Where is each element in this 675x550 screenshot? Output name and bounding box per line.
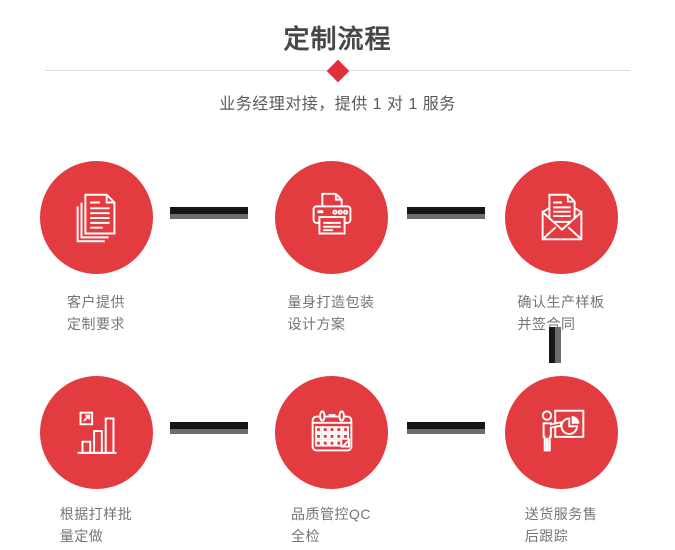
calendar-icon (311, 409, 352, 451)
connector-bar (170, 207, 248, 219)
step-label-1: 客户提供定制要求 (6, 291, 186, 335)
diamond-icon (326, 59, 350, 83)
label-line: 品质管控QC (291, 506, 371, 522)
label-line: 全检 (291, 528, 320, 544)
step-circle-5 (275, 376, 388, 489)
presentation-icon (541, 409, 584, 451)
step-label-5: 品质管控QC 全检 (241, 503, 421, 547)
label-line: 量定做 (59, 528, 104, 544)
documents-icon (76, 193, 115, 242)
bar-chart-icon (77, 411, 116, 454)
label-line: 设计方案 (287, 316, 346, 332)
label-line: 确认生产样板 (517, 294, 605, 310)
label-line: 定制要求 (67, 316, 125, 332)
label-line: 并签合同 (517, 316, 576, 332)
page-title: 定制流程 (283, 24, 392, 54)
label-line: 送货服务售 (524, 506, 598, 522)
label-line: 后跟踪 (524, 528, 569, 544)
label-line: 客户提供 (67, 294, 125, 310)
connector-bar-vertical (549, 327, 561, 363)
subtitle: 业务经理对接，提供 1 对 1 服务 (219, 96, 456, 113)
printer-icon (312, 192, 351, 234)
connector-bar (407, 422, 485, 434)
step-circle-4 (40, 376, 153, 489)
step-circle-1 (40, 161, 153, 274)
envelope-icon (541, 193, 582, 240)
connector-bar (407, 207, 485, 219)
label-line: 根据打样批 (59, 506, 133, 522)
step-label-2: 量身打造包装设计方案 (241, 291, 421, 335)
step-circle-3 (505, 161, 618, 274)
label-line: 量身打造包装 (287, 294, 375, 310)
step-label-4: 根据打样批量定做 (6, 503, 186, 547)
step-label-3: 确认生产样板并签合同 (471, 291, 651, 335)
step-label-6: 送货服务售后跟踪 (471, 503, 651, 547)
step-circle-2 (275, 161, 388, 274)
step-circle-6 (505, 376, 618, 489)
connector-bar (170, 422, 248, 434)
